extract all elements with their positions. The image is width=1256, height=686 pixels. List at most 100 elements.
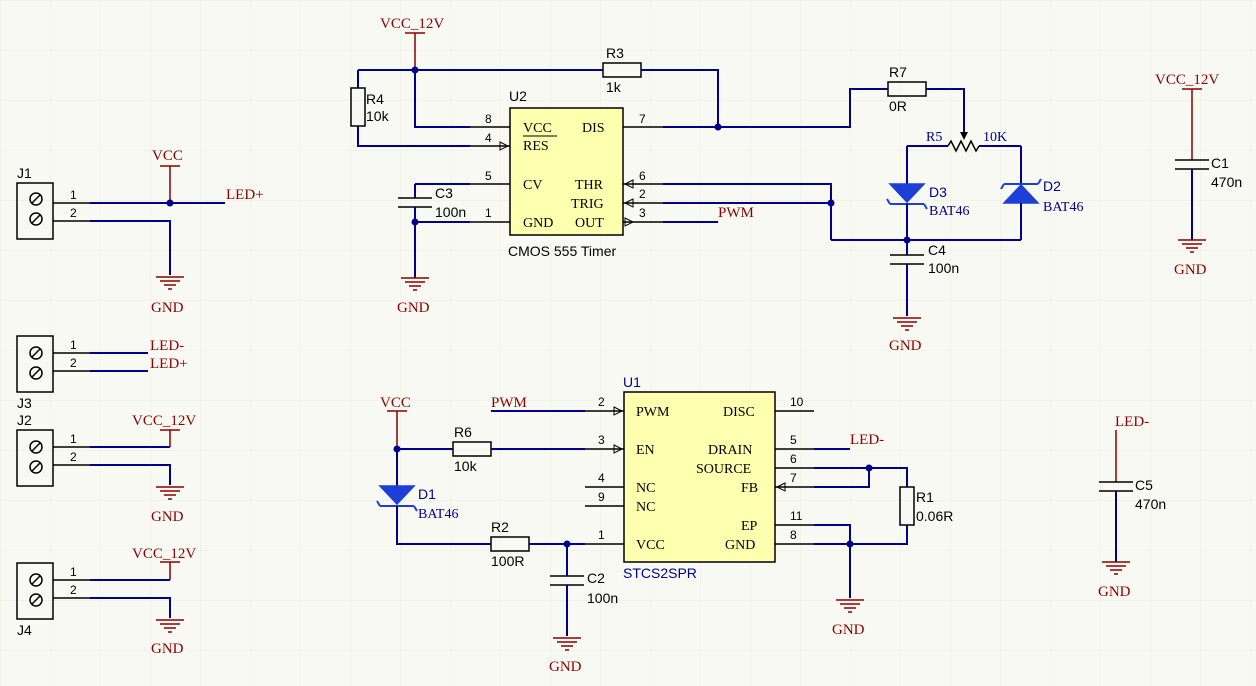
- capacitor-c2[interactable]: C2 100n: [550, 544, 618, 636]
- diode-d3[interactable]: D3 BAT46: [886, 146, 969, 240]
- u1-pinnum-1: 1: [598, 528, 605, 542]
- resistor-r3[interactable]: R3 1k: [602, 45, 642, 95]
- u1-pinnum-11: 11: [790, 509, 803, 523]
- c1-value: 470n: [1211, 174, 1242, 190]
- r4-ref: R4: [366, 91, 384, 107]
- connector-j3[interactable]: J3 1 2: [16, 335, 90, 411]
- c3-ref: C3: [435, 185, 453, 201]
- d2-value: BAT46: [1043, 200, 1083, 215]
- c5-ref: C5: [1135, 477, 1153, 493]
- c5-value: 470n: [1135, 496, 1166, 512]
- capacitor-c1[interactable]: C1 470n: [1175, 155, 1242, 190]
- gnd-label-c1: GND: [1174, 262, 1207, 278]
- u1-name: STCS2SPR: [623, 565, 697, 581]
- u1-pin-disc: DISC: [723, 405, 755, 420]
- gnd-label-c3: GND: [397, 300, 430, 316]
- j2-ref: J2: [17, 412, 32, 428]
- potentiometer-r5[interactable]: R5 10K: [907, 130, 1021, 153]
- u1-pin-pwm: PWM: [636, 405, 670, 420]
- resistor-r6[interactable]: R6 10k: [452, 424, 492, 474]
- gnd-label-j1: GND: [151, 300, 184, 316]
- c4-ref: C4: [928, 242, 946, 258]
- u2-pin-trig: TRIG: [571, 197, 604, 212]
- u2-ref: U2: [509, 88, 527, 104]
- u1-pinnum-4: 4: [598, 471, 605, 485]
- vcc12-label-j4: VCC_12V: [132, 546, 196, 562]
- resistor-r2[interactable]: R2 100R: [490, 519, 530, 569]
- u1-ref: U1: [623, 374, 641, 390]
- led-plus-label-j1: LED+: [226, 187, 264, 203]
- diode-d1[interactable]: D1 BAT46: [376, 449, 491, 545]
- u1-pinnum-5: 5: [790, 433, 797, 447]
- j4-pin2: 2: [70, 583, 77, 597]
- r2-value: 100R: [491, 553, 524, 569]
- r3-ref: R3: [606, 45, 624, 61]
- gnd-label-c4: GND: [889, 338, 922, 354]
- j3-pin1: 1: [70, 338, 77, 352]
- capacitor-c3[interactable]: C3 100n: [398, 184, 466, 278]
- j3-pin2: 2: [70, 356, 77, 370]
- u2-pinnum-5: 5: [485, 169, 492, 183]
- j3-ref: J3: [17, 395, 32, 411]
- led-minus-label-driver: LED-: [850, 432, 884, 448]
- u1-pin-drain: DRAIN: [708, 443, 752, 458]
- u1-pinnum-2: 2: [598, 395, 605, 409]
- u2-pinnum-4: 4: [485, 131, 492, 145]
- u2-pinnum-2: 2: [639, 187, 646, 201]
- vcc-label-driver: VCC: [380, 395, 411, 411]
- j1-pin2: 2: [70, 206, 77, 220]
- u1-pinnum-7: 7: [790, 471, 797, 485]
- vcc12-label-timer: VCC_12V: [380, 16, 444, 32]
- gnd-label-u1: GND: [832, 622, 865, 638]
- j1-ref: J1: [17, 165, 32, 181]
- resistor-r7[interactable]: R7 0R: [887, 64, 927, 114]
- r4-value: 10k: [366, 108, 390, 124]
- r6-ref: R6: [454, 424, 472, 440]
- vcc12-label-c1: VCC_12V: [1155, 72, 1219, 88]
- resistor-r4[interactable]: R4 10k: [350, 87, 390, 127]
- u1-pin-vcc: VCC: [636, 538, 665, 553]
- u2-pinnum-7: 7: [639, 112, 646, 126]
- u1-pin-gnd: GND: [725, 538, 755, 553]
- d2-ref: D2: [1043, 178, 1061, 194]
- c3-value: 100n: [435, 204, 466, 220]
- ic-u2-555-timer[interactable]: U2 CMOS 555 Timer VCC RES CV GND DIS THR…: [470, 88, 663, 259]
- capacitor-c5[interactable]: C5 470n: [1099, 477, 1166, 512]
- u2-pinnum-3: 3: [639, 206, 646, 220]
- gnd-label-c5: GND: [1098, 584, 1131, 600]
- r5-ref: R5: [926, 130, 942, 145]
- r3-value: 1k: [606, 79, 622, 95]
- j2-pin2: 2: [70, 450, 77, 464]
- gnd-label-c2: GND: [549, 659, 582, 675]
- u2-pin-gnd: GND: [523, 216, 553, 231]
- connector-j4[interactable]: J4 1 2: [16, 562, 90, 638]
- gnd-label-j4: GND: [151, 641, 184, 657]
- c2-value: 100n: [587, 590, 618, 606]
- u1-pinnum-8: 8: [790, 528, 797, 542]
- u1-pinnum-3: 3: [598, 433, 605, 447]
- connector-j2[interactable]: J2 1 2: [16, 412, 90, 487]
- d1-value: BAT46: [418, 507, 458, 522]
- r1-value: 0.06R: [916, 508, 953, 524]
- u2-pin-out: OUT: [575, 216, 604, 231]
- led-minus-label-c5: LED-: [1115, 414, 1149, 430]
- gnd-label-j2: GND: [151, 509, 184, 525]
- r1-ref: R1: [916, 489, 934, 505]
- u2-pinnum-1: 1: [485, 206, 492, 220]
- r2-ref: R2: [491, 519, 509, 535]
- u1-pin-ep: EP: [741, 519, 758, 534]
- c4-value: 100n: [928, 260, 959, 276]
- u1-pin-nc1: NC: [636, 481, 655, 496]
- capacitor-c4[interactable]: C4 100n: [890, 240, 959, 316]
- connector-j1[interactable]: J1 1 2: [16, 165, 90, 240]
- led-minus-label-j3: LED-: [150, 338, 184, 354]
- ic-u1-stcs2spr[interactable]: U1 STCS2SPR PWM EN NC NC VCC DISC DRAIN …: [585, 374, 814, 581]
- diode-d2[interactable]: D2 BAT46: [1000, 146, 1083, 240]
- u2-pin-cv: CV: [523, 178, 542, 193]
- vcc12-label-j2: VCC_12V: [132, 413, 196, 429]
- u1-pinnum-6: 6: [790, 452, 797, 466]
- u1-pin-en: EN: [636, 443, 655, 458]
- vcc-label-j1: VCC: [152, 148, 183, 164]
